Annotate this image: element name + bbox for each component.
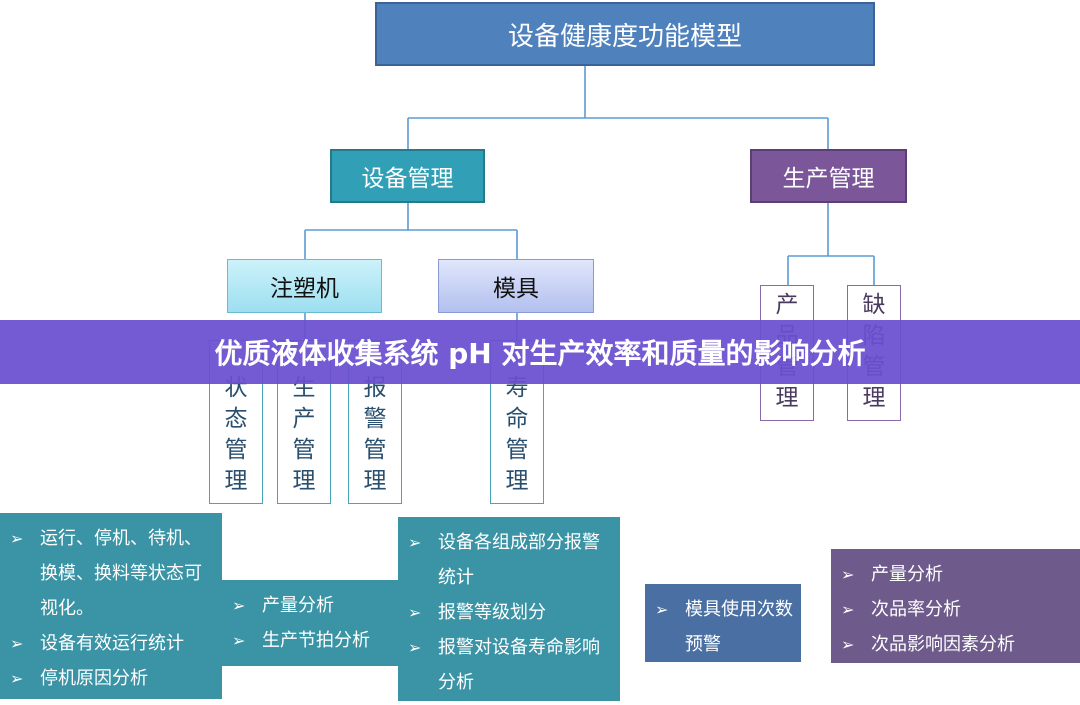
equipment-management-node: 设备管理 [330, 149, 485, 203]
production-detail-panel: ➢ 产量分析 ➢ 生产节拍分析 [222, 580, 398, 666]
status-detail-panel: ➢ 运行、停机、待机、换模、换料等状态可视化。 ➢ 设备有效运行统计 ➢ 停机原因分析 [0, 513, 222, 699]
production-management-node: 生产管理 [750, 149, 907, 203]
list-item-text: 运行、停机、待机、换模、换料等状态可视化。 [40, 528, 202, 619]
banner-title: 优质液体收集系统 pH 对生产效率和质量的影响分析 [0, 320, 1080, 384]
list-item-text: 产量分析 [262, 595, 334, 616]
mold-detail-panel: ➢ 模具使用次数预警 [645, 584, 801, 662]
arrow-bullet-icon: ➢ [232, 631, 246, 650]
arrow-bullet-icon: ➢ [408, 638, 422, 657]
list-item-text: 模具使用次数预警 [685, 599, 793, 655]
list-item: ➢ 产量分析 [841, 557, 1072, 592]
list-item: ➢ 生产节拍分析 [232, 623, 390, 658]
arrow-bullet-icon: ➢ [841, 600, 855, 619]
arrow-bullet-icon: ➢ [10, 529, 24, 548]
list-item-text: 停机原因分析 [40, 668, 148, 689]
arrow-bullet-icon: ➢ [10, 634, 24, 653]
list-item-text: 生产节拍分析 [262, 630, 370, 651]
list-item: ➢ 停机原因分析 [10, 661, 214, 696]
list-item: ➢ 次品率分析 [841, 592, 1072, 627]
list-item-text: 设备各组成部分报警统计 [438, 532, 600, 588]
list-item: ➢ 运行、停机、待机、换模、换料等状态可视化。 [10, 521, 214, 626]
list-item-text: 产量分析 [871, 564, 943, 585]
vertical-label: 状态管理 [224, 375, 248, 494]
list-item: ➢ 报警等级划分 [408, 595, 612, 630]
arrow-bullet-icon: ➢ [10, 669, 24, 688]
mold-node: 模具 [438, 259, 594, 313]
list-item-text: 设备有效运行统计 [40, 633, 184, 654]
vertical-label: 寿命管理 [505, 375, 529, 494]
alarm-detail-panel: ➢ 设备各组成部分报警统计 ➢ 报警等级划分 ➢ 报警对设备寿命影响分析 [398, 517, 620, 701]
arrow-bullet-icon: ➢ [655, 600, 669, 619]
arrow-bullet-icon: ➢ [408, 603, 422, 622]
quality-detail-panel: ➢ 产量分析 ➢ 次品率分析 ➢ 次品影响因素分析 [831, 549, 1080, 663]
vertical-label: 报警管理 [363, 375, 387, 494]
injection-machine-node: 注塑机 [227, 259, 382, 313]
list-item: ➢ 报警对设备寿命影响分析 [408, 630, 612, 700]
list-item: ➢ 设备各组成部分报警统计 [408, 525, 612, 595]
arrow-bullet-icon: ➢ [841, 635, 855, 654]
list-item: ➢ 产量分析 [232, 588, 390, 623]
arrow-bullet-icon: ➢ [841, 565, 855, 584]
list-item: ➢ 设备有效运行统计 [10, 626, 214, 661]
vertical-label: 生产管理 [292, 375, 316, 494]
list-item-text: 次品影响因素分析 [871, 634, 1015, 655]
root-node: 设备健康度功能模型 [375, 2, 875, 66]
list-item: ➢ 模具使用次数预警 [655, 592, 793, 662]
list-item-text: 报警对设备寿命影响分析 [438, 637, 600, 693]
arrow-bullet-icon: ➢ [232, 596, 246, 615]
list-item-text: 次品率分析 [871, 599, 961, 620]
list-item: ➢ 次品影响因素分析 [841, 627, 1072, 662]
list-item-text: 报警等级划分 [438, 602, 546, 623]
arrow-bullet-icon: ➢ [408, 533, 422, 552]
